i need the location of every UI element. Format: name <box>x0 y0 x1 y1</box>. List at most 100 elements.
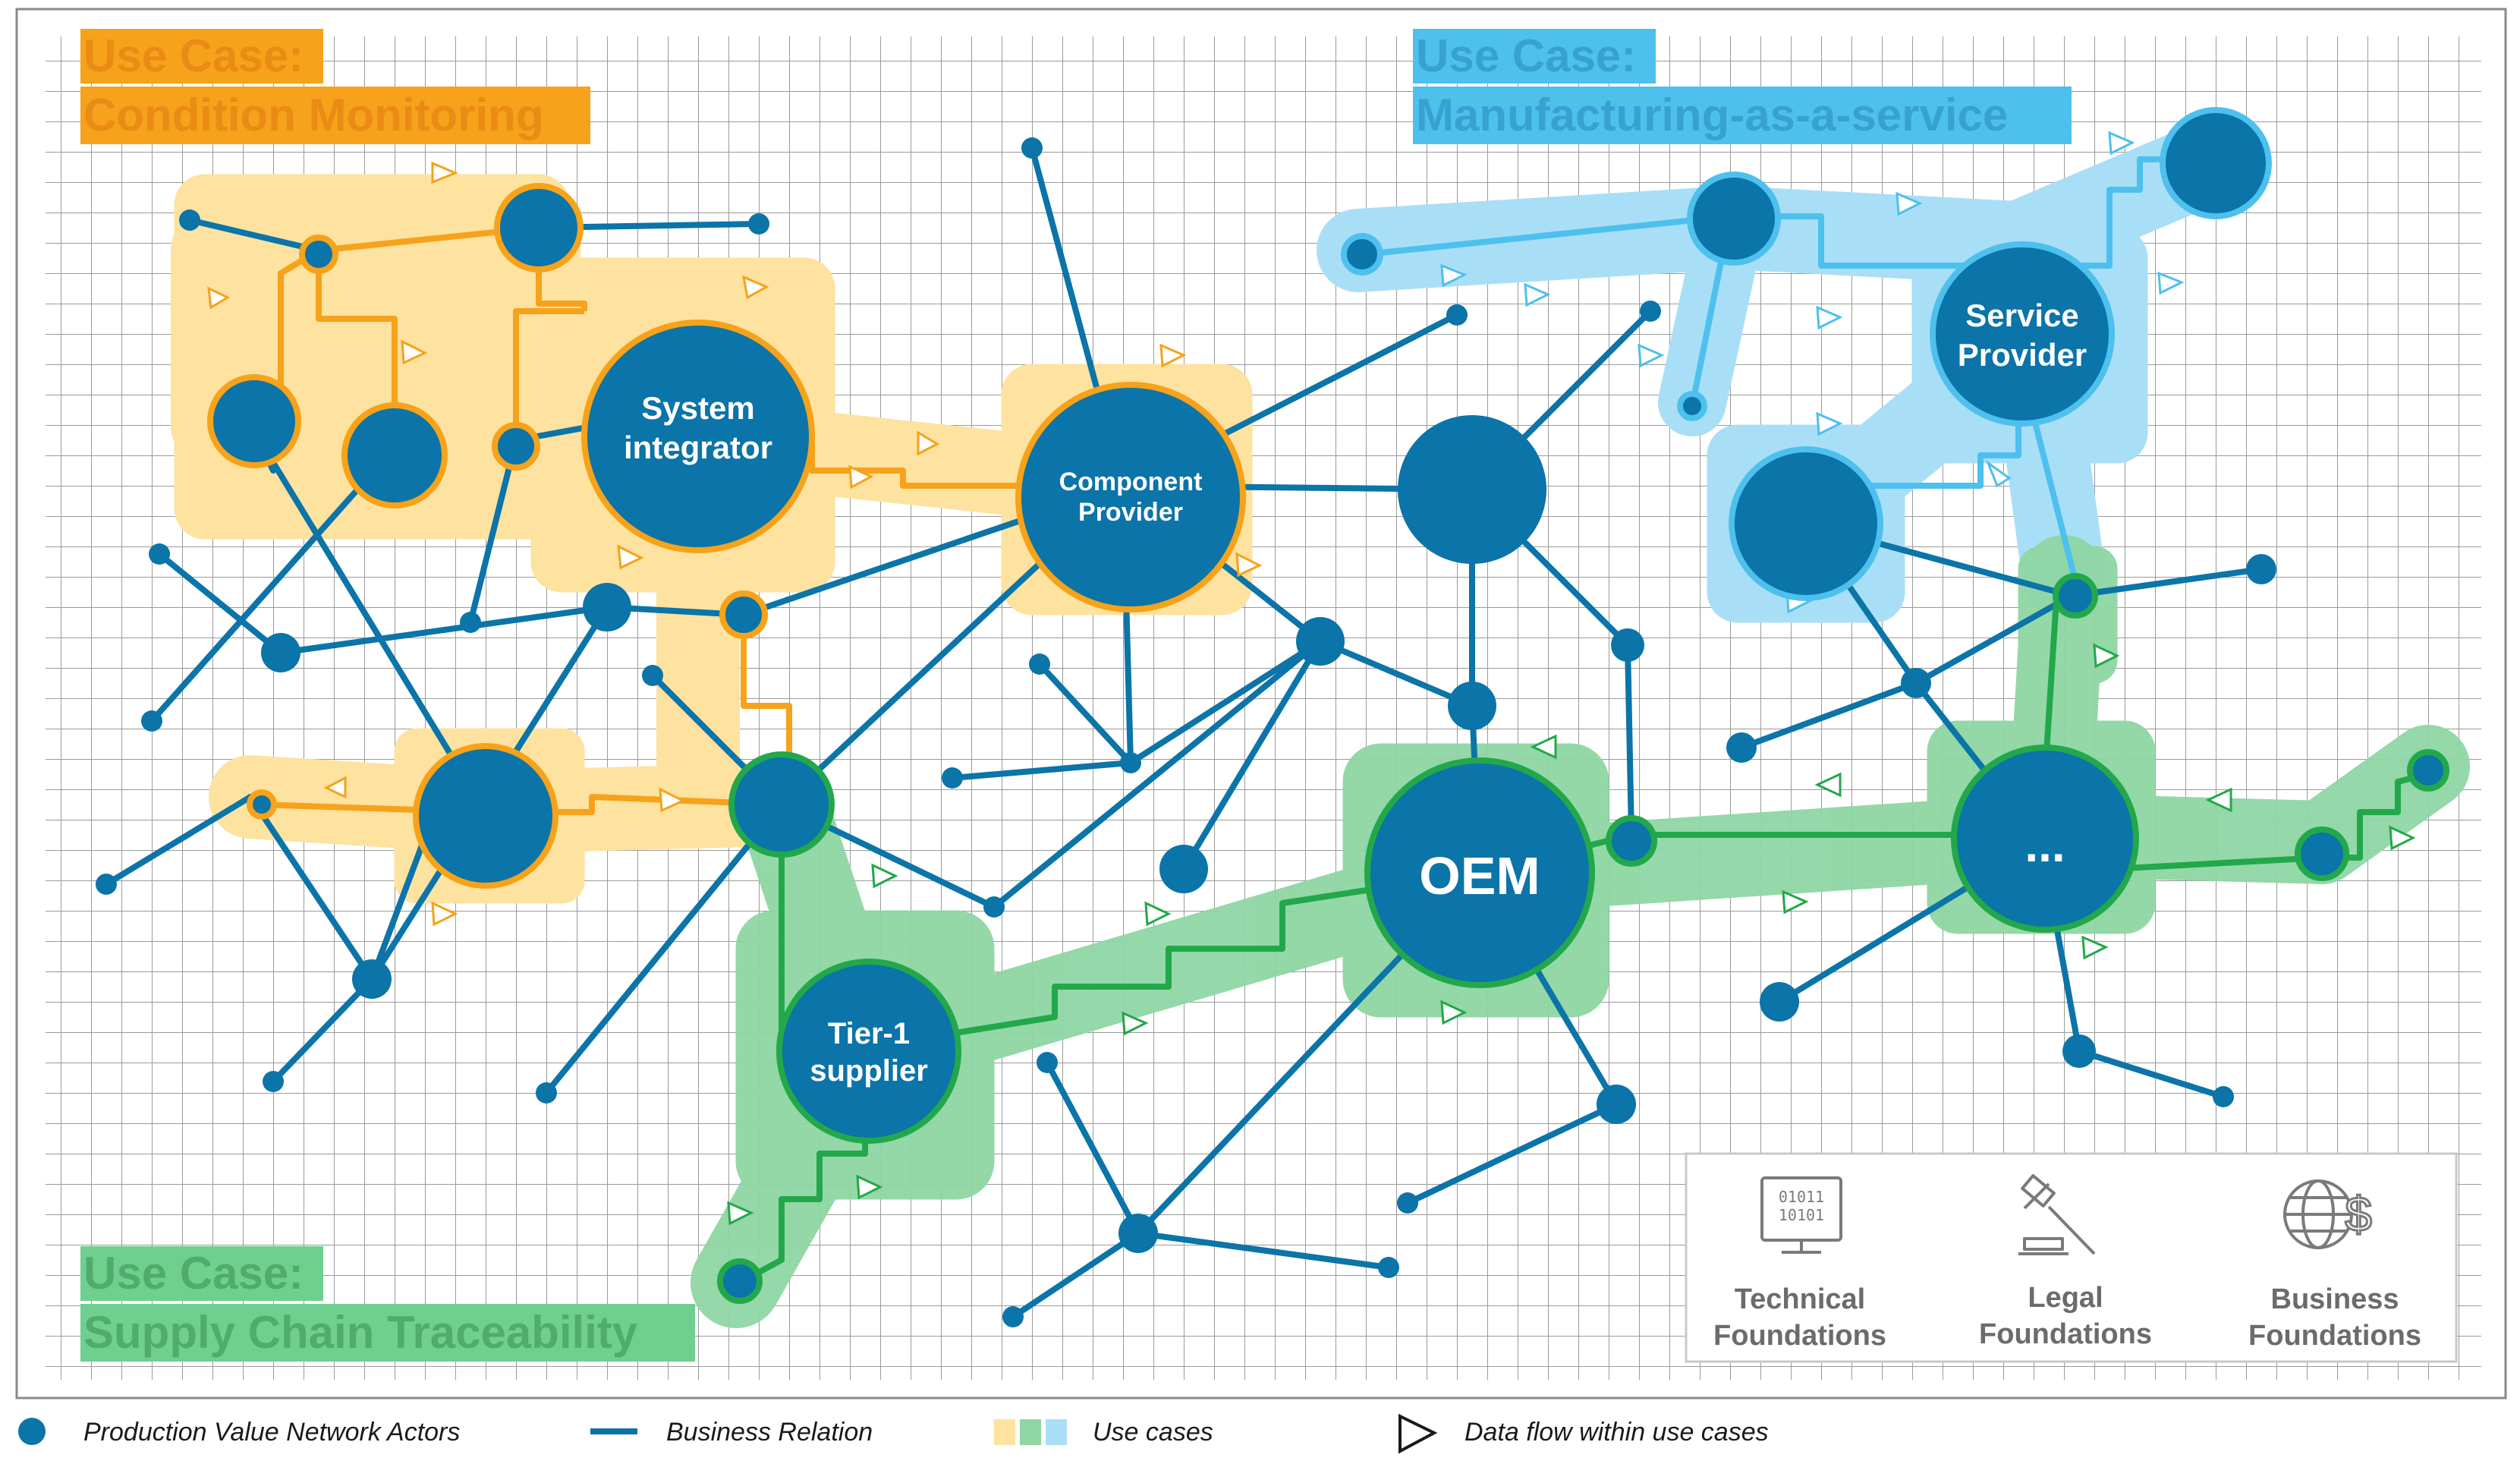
data-flow-arrow <box>1814 772 1842 798</box>
use-case-swatch-green <box>1020 1419 1041 1445</box>
component-provider-label: Component <box>1059 468 1203 496</box>
business-foundations-label-2: Foundations <box>2248 1320 2421 1352</box>
data-flow-arrow <box>856 1174 883 1200</box>
actor-dot <box>413 743 558 889</box>
data-flow-legend-icon <box>1398 1413 1438 1454</box>
business-foundations-label: Business <box>2271 1283 2399 1315</box>
use-case-swatch-orange <box>994 1419 1015 1445</box>
use-case-swatch-blue <box>1046 1419 1067 1445</box>
actor-dot <box>1611 628 1644 662</box>
svg-text:01011: 01011 <box>1779 1188 1824 1206</box>
actor-dot <box>728 751 835 858</box>
data-flow-arrow <box>659 787 686 813</box>
actor-dot <box>1760 982 1799 1022</box>
actor-dot <box>247 789 277 820</box>
actor-dot <box>1002 1306 1024 1327</box>
data-flow-arrow <box>401 339 428 365</box>
actor-dot <box>2213 1086 2234 1107</box>
legend: Production Value Network Actors Business… <box>18 1413 1769 1454</box>
data-flow-arrow <box>1782 890 1809 915</box>
data-flow-arrow <box>1638 343 1665 368</box>
data-flow-arrow <box>431 901 458 927</box>
tier1-label-2: supplier <box>810 1054 928 1088</box>
data-flow-arrow <box>1235 552 1263 578</box>
actor-dot <box>1687 172 1781 266</box>
actor-dot <box>299 235 338 274</box>
actor-dot <box>642 665 663 686</box>
use-case-name: Condition Monitoring <box>83 90 543 140</box>
orange-actors <box>207 183 768 889</box>
actor-dot <box>1448 682 1496 730</box>
actor-dot <box>583 583 631 631</box>
use-case-title: Use Case: <box>83 1248 304 1299</box>
use-case-name: Manufacturing-as-a-service <box>1416 90 2008 140</box>
actor-dot <box>179 209 200 231</box>
data-flow-arrow <box>1440 263 1468 288</box>
foundations-panel: 01011 10101 Technical Foundations Legal … <box>1685 1152 2458 1363</box>
actor-dot <box>1118 1214 1158 1253</box>
actors <box>96 137 2276 1327</box>
blue-actors <box>1341 107 2272 601</box>
actor-dot <box>1606 815 1657 867</box>
actor-dot <box>1397 1192 1418 1214</box>
legend-actors: Production Value Network Actors <box>83 1418 460 1447</box>
oem-label: OEM <box>1419 846 1540 905</box>
actor-dot <box>1378 1257 1399 1278</box>
actor-dot <box>2407 749 2449 792</box>
data-flow-arrow <box>2157 271 2185 295</box>
data-flow-arrows <box>207 131 2416 1226</box>
actor-dot <box>1296 617 1345 666</box>
system-integrator-label-2: integrator <box>624 430 772 465</box>
system-integrator-node: System integrator <box>581 320 815 553</box>
actor-dot <box>492 422 540 471</box>
actor-dot <box>2246 554 2276 584</box>
actor-dot <box>719 590 768 639</box>
legal-foundations-label: Legal <box>2028 1282 2103 1314</box>
actor-dot <box>536 1082 557 1104</box>
actor-dot <box>141 710 162 732</box>
technical-foundations-label-2: Foundations <box>1713 1320 1886 1352</box>
actor-dot <box>1901 668 1931 698</box>
system-integrator-label: System <box>641 390 754 426</box>
legend-use-cases: Use cases <box>1093 1418 1213 1447</box>
svg-text:10101: 10101 <box>1779 1206 1824 1224</box>
legend-relation: Business Relation <box>666 1418 873 1447</box>
actor-dot <box>1597 1085 1636 1124</box>
service-provider-label-2: Provider <box>1958 337 2087 373</box>
data-flow-arrow <box>727 1201 754 1226</box>
data-flow-arrow <box>2205 787 2232 813</box>
use-case-supply-chain: Use Case: Supply Chain Traceability <box>80 1246 695 1362</box>
ellipsis-label: ... <box>2024 817 2065 872</box>
data-flow-arrow <box>1159 343 1187 368</box>
actor-dot <box>1021 137 1043 159</box>
actor-dot <box>983 896 1005 918</box>
actor-dot <box>1726 732 1757 763</box>
actor-dot <box>2062 1034 2096 1068</box>
actor-legend-icon <box>18 1418 46 1445</box>
actor-dot <box>1159 845 1208 893</box>
use-case-condition-monitoring: Use Case: Condition Monitoring <box>80 29 590 144</box>
data-flow-arrow <box>207 286 231 310</box>
service-provider-label: Service <box>1965 298 2078 333</box>
data-flow-arrow <box>431 161 458 184</box>
actor-dot <box>717 1258 763 1304</box>
actor-dot <box>341 402 448 509</box>
actor-dot <box>1037 1052 1058 1073</box>
gavel-icon <box>2018 1174 2096 1255</box>
legend-data-flow: Data flow within use cases <box>1464 1418 1769 1447</box>
data-flow-arrow <box>1816 305 1843 330</box>
actor-dot <box>207 374 301 468</box>
data-flow-arrow <box>1816 411 1843 436</box>
actor-dot <box>263 1071 284 1092</box>
actor-dot <box>2295 827 2349 881</box>
ellipsis-node: ... <box>1951 745 2139 933</box>
data-flow-arrow <box>1896 191 1923 216</box>
actor-dot <box>494 183 584 272</box>
actor-dot <box>1446 304 1468 326</box>
actor-dot <box>1640 301 1661 322</box>
actor-dot <box>2053 573 2098 619</box>
data-flow-arrow <box>2093 643 2120 669</box>
data-flow-arrow <box>1144 901 1172 927</box>
actor-dot <box>1729 446 1883 601</box>
